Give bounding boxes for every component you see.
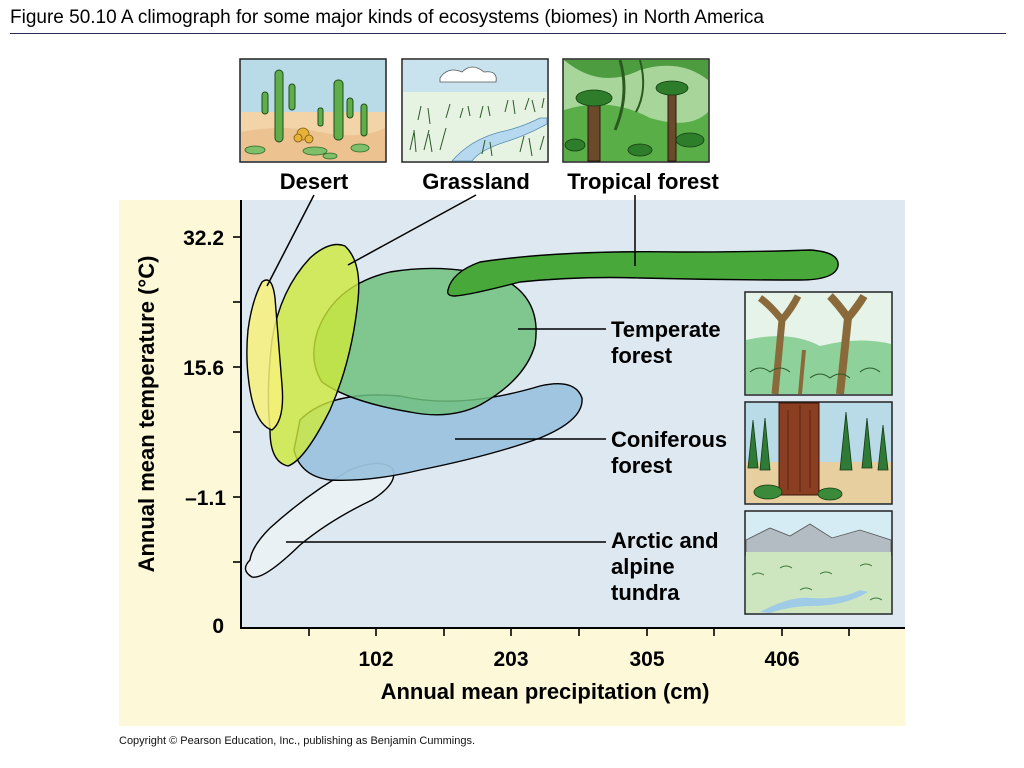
copyright-notice: Copyright © Pearson Education, Inc., pub…	[119, 735, 476, 747]
tundra-label-line1: Arctic and	[611, 528, 719, 553]
desert-illustration	[239, 58, 387, 163]
grassland-label: Grassland	[422, 169, 530, 194]
desert-leader	[266, 194, 315, 287]
x-tick-label: 406	[764, 648, 799, 671]
x-axis-ticks	[308, 628, 850, 636]
biome-region-grassland	[267, 243, 360, 467]
x-axis-title: Annual mean precipitation (cm)	[381, 679, 710, 704]
grassland-leader	[347, 194, 477, 266]
temperate-forest-label-line2: forest	[611, 343, 673, 368]
y-tick-label: 15.6	[183, 357, 224, 380]
y-tick-label: –1.1	[185, 487, 226, 510]
tundra-label-line2: alpine	[611, 554, 675, 579]
desert-label: Desert	[280, 169, 349, 194]
biome-regions	[244, 243, 839, 578]
temperate-forest-label-line1: Temperate	[611, 317, 721, 342]
x-tick-label: 102	[358, 648, 393, 671]
coniferous-forest-label-line2: forest	[611, 453, 673, 478]
tundra-label-line3: tundra	[611, 580, 680, 605]
tundra-illustration	[744, 510, 893, 615]
tropical-forest-label: Tropical forest	[567, 169, 719, 194]
y-tick-label: 32.2	[183, 227, 224, 250]
biome-region-tropical-forest	[446, 249, 839, 297]
grassland-illustration	[401, 58, 549, 163]
figure-title: Figure 50.10 A climograph for some major…	[10, 7, 764, 28]
tropical-forest-illustration	[562, 58, 710, 163]
x-tick-label: 305	[629, 648, 664, 671]
y-tick-label: 0	[212, 615, 224, 638]
x-tick-label: 203	[493, 648, 528, 671]
title-divider	[10, 33, 1006, 34]
y-axis-ticks	[233, 236, 241, 563]
biome-region-temperate-forest	[313, 267, 537, 416]
temperate-forest-illustration	[744, 291, 893, 396]
leader-lines	[266, 194, 636, 543]
biome-region-desert	[246, 279, 284, 431]
y-axis-title: Annual mean temperature (°C)	[134, 256, 159, 573]
coniferous-forest-label-line1: Coniferous	[611, 427, 727, 452]
coniferous-forest-illustration	[744, 401, 893, 505]
biome-region-arctic-and-alpine-tundra	[244, 462, 395, 578]
axes	[240, 200, 905, 629]
